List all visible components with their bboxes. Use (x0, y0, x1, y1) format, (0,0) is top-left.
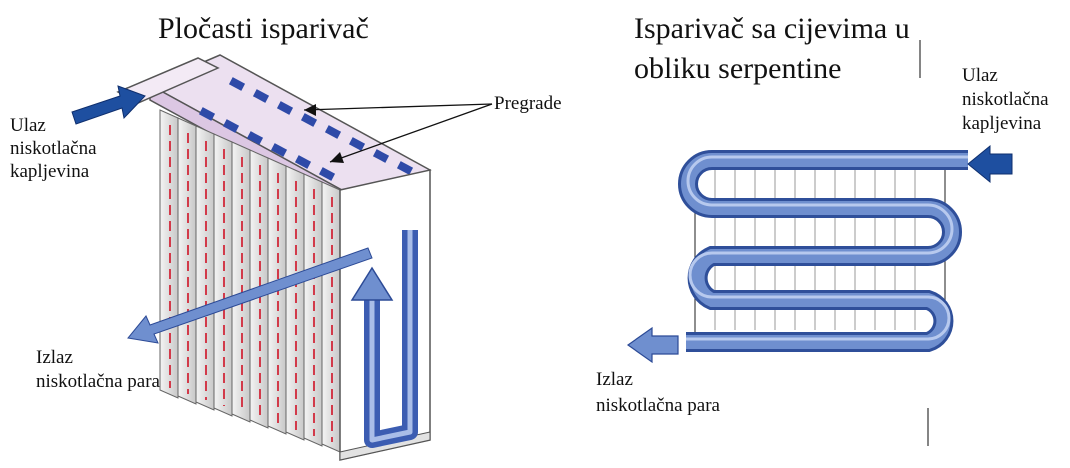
baffle-leader-2 (329, 103, 493, 163)
outlet-arrow (127, 247, 373, 344)
plate-channels (169, 125, 333, 442)
serpentine-evaporator (626, 40, 1013, 446)
serpentine-title-line-1: Isparivač sa cijevima u (634, 12, 910, 45)
left-outlet-label-2: niskotlačna para (36, 371, 160, 392)
header-flow-marks (198, 77, 414, 181)
coil-tube-highlight (686, 155, 968, 341)
baffles-label: Pregrade (494, 93, 562, 114)
right-inlet-label-3: kapljevina (962, 113, 1042, 134)
right-inlet-label-1: Ulaz (962, 65, 998, 86)
inlet-arrow (71, 85, 146, 125)
left-inlet-label-1: Ulaz (10, 115, 46, 136)
left-outlet-label-1: Izlaz (36, 347, 73, 368)
coil-inlet-arrow (967, 144, 1013, 184)
right-inlet-label-2: niskotlačna (962, 89, 1049, 110)
serpentine-title-line-2: obliku serpentine (634, 52, 842, 85)
right-outlet-label-2: niskotlačna para (596, 395, 720, 416)
plate-evaporator (71, 54, 493, 461)
baffle-leader-1 (303, 103, 493, 111)
coil-tube (681, 153, 968, 349)
plate-evaporator-title: Pločasti isparivač (158, 12, 369, 45)
up-flow-arrow (350, 266, 394, 301)
left-inlet-label-3: kapljevina (10, 161, 90, 182)
coil-outlet-arrow (626, 326, 679, 364)
left-inlet-label-2: niskotlačna (10, 138, 97, 159)
right-outlet-label-1: Izlaz (596, 369, 633, 390)
